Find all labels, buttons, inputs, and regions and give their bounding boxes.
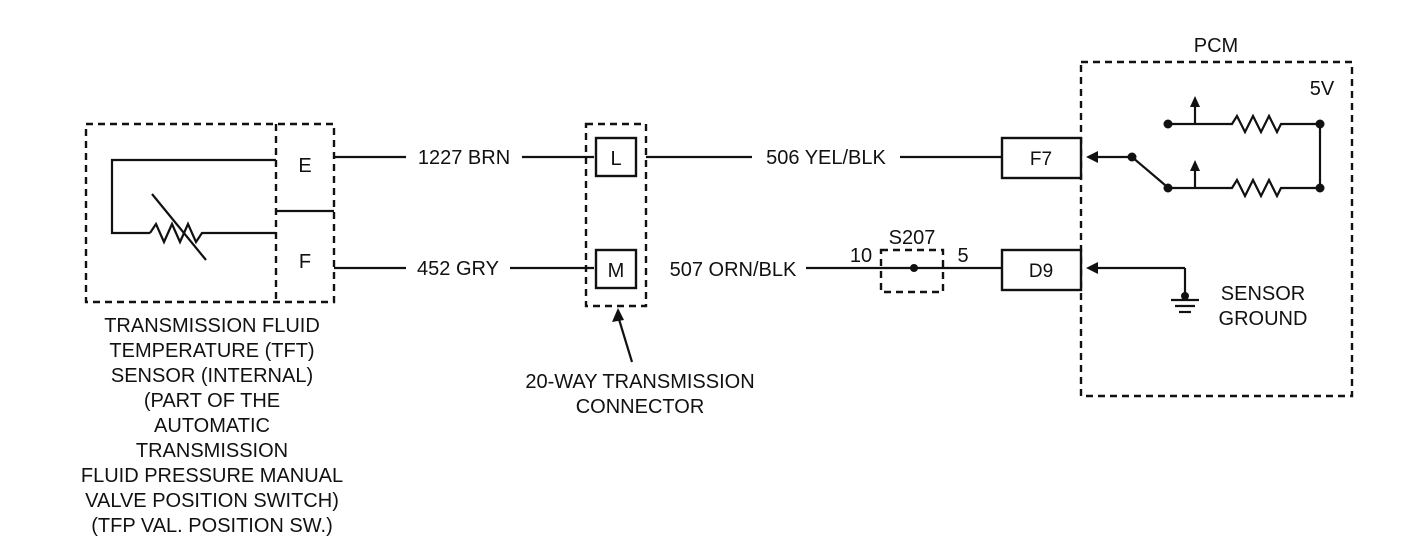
wire-label-506-yel-blk: 506 YEL/BLK [766, 147, 886, 169]
pin-f-label: F [299, 251, 311, 273]
pullup-resistor-upper [1168, 113, 1320, 135]
caption-line: (PART OF THE [144, 390, 280, 412]
tft-sensor-caption: TRANSMISSION FLUID TEMPERATURE (TFT) SEN… [81, 315, 343, 537]
pcm-title: PCM [1194, 35, 1238, 57]
pin-l-label: L [610, 148, 621, 170]
splice-left-pin: 10 [850, 245, 872, 267]
pcm-module: PCM F7 D9 5V [1000, 35, 1354, 398]
pin-m-label: M [608, 260, 625, 282]
wire-452-gry: 452 GRY [334, 258, 594, 280]
caption-line: SENSOR (INTERNAL) [111, 365, 313, 387]
splice-s207: S207 10 5 [850, 227, 969, 294]
pcm-housing [1079, 60, 1354, 398]
transmission-connector: L M 20-WAY TRANSMISSION CONNECTOR [525, 122, 755, 418]
reference-voltage: 5V [1310, 78, 1335, 100]
caption-line: TRANSMISSION FLUID [104, 315, 320, 337]
connector-housing [584, 122, 648, 308]
pin-e-label: E [298, 155, 311, 177]
connector-pin-l [594, 136, 638, 178]
connector-caption-line: CONNECTOR [576, 396, 705, 418]
pin-f7-label: F7 [1030, 149, 1052, 170]
wire-506-yel-blk: 506 YEL/BLK [646, 147, 1002, 169]
caption-line: (TFP VAL. POSITION SW.) [91, 515, 333, 537]
d9-arrow-head [1086, 262, 1098, 274]
splice-housing [879, 248, 945, 294]
ground-icon [1171, 298, 1199, 314]
wire-507-orn-blk: 507 ORN/BLK [670, 259, 1002, 281]
arrow-up-icon [1190, 160, 1200, 171]
wire-label-452-gry: 452 GRY [417, 258, 499, 280]
connector-caption-line: 20-WAY TRANSMISSION [525, 371, 754, 393]
arrow-up-icon [1190, 96, 1200, 107]
pullup-resistor-lower [1168, 177, 1320, 199]
pcm-pin-d9 [1000, 248, 1083, 292]
f7-arrow-head [1086, 151, 1098, 163]
wire-label-1227-brn: 1227 BRN [418, 147, 510, 169]
caption-line: FLUID PRESSURE MANUAL [81, 465, 343, 487]
thermistor-loop [110, 158, 276, 235]
caption-line: VALVE POSITION SWITCH) [85, 490, 339, 512]
tft-sensor: E F [84, 122, 336, 304]
connector-pin-m [594, 248, 638, 290]
pin-d9-label: D9 [1029, 261, 1053, 282]
caption-line: TEMPERATURE (TFT) [109, 340, 314, 362]
thermistor-zigzag [149, 221, 276, 245]
tft-sensor-housing [84, 122, 336, 304]
connector-pointer [616, 315, 634, 363]
caption-line: TRANSMISSION [136, 440, 288, 462]
splice-name: S207 [889, 227, 936, 249]
caption-line: AUTOMATIC [154, 415, 270, 437]
splice-right-pin: 5 [957, 245, 968, 267]
ground-label-line: GROUND [1219, 308, 1308, 330]
pcm-pin-f7 [1000, 136, 1083, 180]
thermistor-arrow [151, 193, 207, 261]
switch-blade [1131, 156, 1166, 186]
wire-label-507-orn-blk: 507 ORN/BLK [670, 259, 797, 281]
wire-1227-brn: 1227 BRN [334, 147, 594, 169]
ground-label-line: SENSOR [1221, 283, 1305, 305]
connector-pointer-head [612, 308, 624, 322]
